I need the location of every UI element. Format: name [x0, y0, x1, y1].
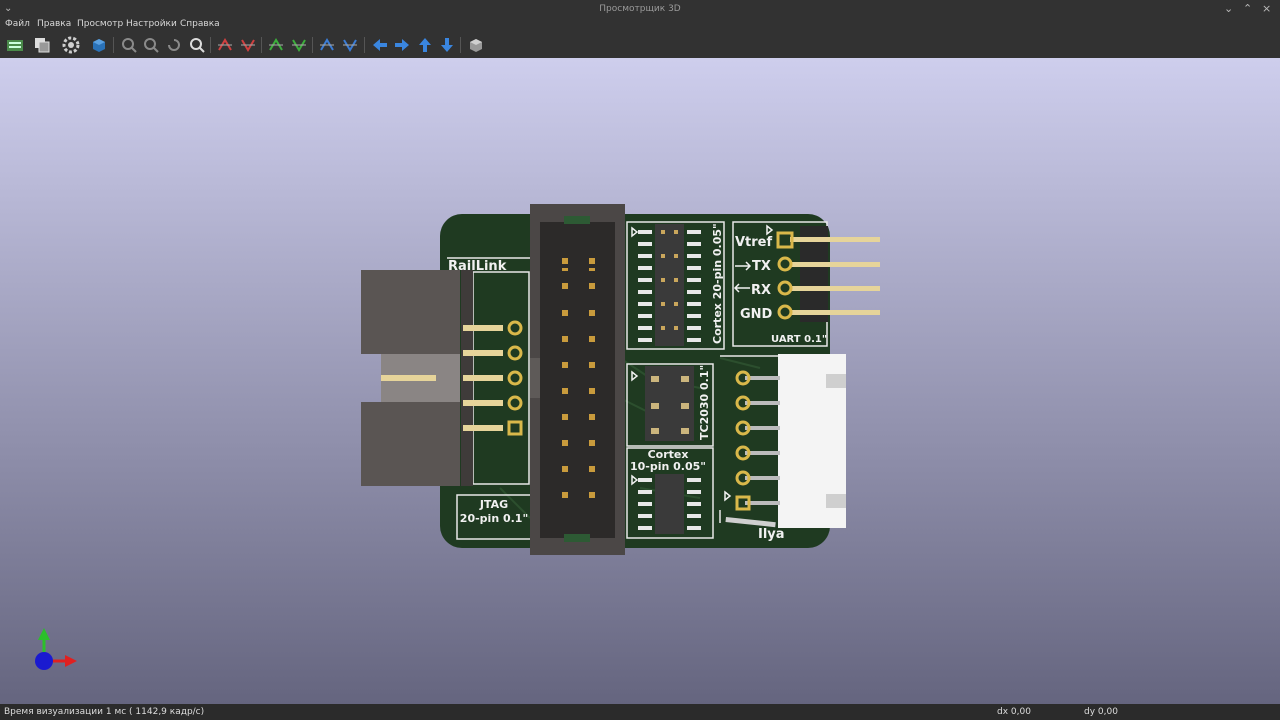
zoom-out-icon[interactable]	[141, 35, 161, 55]
cortex10-label-2: 10-pin 0.05"	[630, 460, 706, 473]
rotate-x-cw-icon[interactable]	[215, 35, 235, 55]
menu-bar: Файл Правка Просмотр Настройки Справка	[0, 18, 1280, 32]
uart-label: UART 0.1"	[771, 334, 827, 345]
move-left-icon[interactable]	[370, 35, 390, 55]
rotate-x-ccw-icon[interactable]	[238, 35, 258, 55]
toolbar-separator	[364, 37, 365, 53]
raytracing-icon[interactable]	[89, 35, 109, 55]
3d-viewport[interactable]: RailLink JTAG 20-pin 0.1" Cortex 20-pin …	[0, 58, 1280, 704]
jtag-label-1: JTAG	[479, 498, 508, 511]
signal-arrows	[631, 224, 774, 502]
cortex10-smd-header	[638, 474, 701, 534]
window-title: Просмотрщик 3D	[599, 4, 681, 14]
zoom-fit-icon[interactable]	[187, 35, 207, 55]
toolbar-separator	[113, 37, 114, 53]
toolbar-separator	[261, 37, 262, 53]
move-down-icon[interactable]	[437, 35, 457, 55]
window-menu-icon[interactable]: ⌄	[4, 3, 13, 14]
title-bar: ⌄ Просмотрщик 3D ⌄ ⌃ ×	[0, 0, 1280, 18]
vtref-label: Vtref	[735, 235, 773, 250]
menu-view[interactable]: Просмотр	[77, 19, 124, 29]
cortex10-label-1: Cortex	[648, 448, 689, 461]
tc2030-header	[645, 366, 694, 441]
ortho-view-icon[interactable]	[466, 35, 486, 55]
toolbar-separator	[210, 37, 211, 53]
dx-readout: dx 0,00	[997, 707, 1031, 717]
pcb-render: RailLink JTAG 20-pin 0.1" Cortex 20-pin …	[35, 204, 880, 670]
reload-board-icon[interactable]	[5, 35, 25, 55]
copy-image-icon[interactable]	[32, 35, 52, 55]
menu-edit[interactable]: Правка	[37, 19, 72, 29]
rotate-z-cw-icon[interactable]	[317, 35, 337, 55]
gnd-label: GND	[740, 307, 773, 322]
toolbar-separator	[460, 37, 461, 53]
move-up-icon[interactable]	[415, 35, 435, 55]
rotate-z-ccw-icon[interactable]	[340, 35, 360, 55]
render-time-status: Время визуализации 1 мс ( 1142,9 кадр/с)	[4, 707, 205, 717]
uart-pin-header	[776, 226, 880, 322]
rotate-y-cw-icon[interactable]	[266, 35, 286, 55]
cortex20-smd-header	[638, 224, 701, 346]
dy-readout: dy 0,00	[1084, 707, 1118, 717]
rx-label: RX	[751, 283, 771, 298]
cortex20-label: Cortex 20-pin 0.05"	[711, 223, 724, 344]
menu-help[interactable]: Справка	[180, 19, 220, 29]
move-right-icon[interactable]	[392, 35, 412, 55]
status-bar: Время визуализации 1 мс ( 1142,9 кадр/с)…	[0, 704, 1280, 720]
jst-connector	[725, 354, 846, 528]
close-icon[interactable]: ×	[1262, 2, 1272, 15]
menu-preferences[interactable]: Настройки	[126, 19, 177, 29]
settings-gear-icon[interactable]	[61, 35, 81, 55]
jtag-label-2: 20-pin 0.1"	[460, 512, 528, 525]
idc-pins	[562, 258, 595, 498]
tc2030-label: TC2030 0.1"	[698, 365, 711, 440]
rotate-y-ccw-icon[interactable]	[289, 35, 309, 55]
menu-file[interactable]: Файл	[5, 19, 30, 29]
toolbar-separator	[312, 37, 313, 53]
zoom-in-icon[interactable]	[119, 35, 139, 55]
jtag-pins	[381, 325, 503, 431]
cortex20-idc-header	[530, 204, 625, 555]
toolbar	[0, 32, 1280, 59]
redraw-icon[interactable]	[164, 35, 184, 55]
axis-gizmo	[35, 628, 77, 670]
author-label: Ilya	[758, 527, 785, 542]
minimize-icon[interactable]: ⌄	[1224, 2, 1234, 15]
tx-label: TX	[752, 259, 771, 274]
jtag-pads	[507, 320, 523, 436]
brand-label: RailLink	[448, 259, 507, 274]
maximize-icon[interactable]: ⌃	[1243, 2, 1253, 15]
